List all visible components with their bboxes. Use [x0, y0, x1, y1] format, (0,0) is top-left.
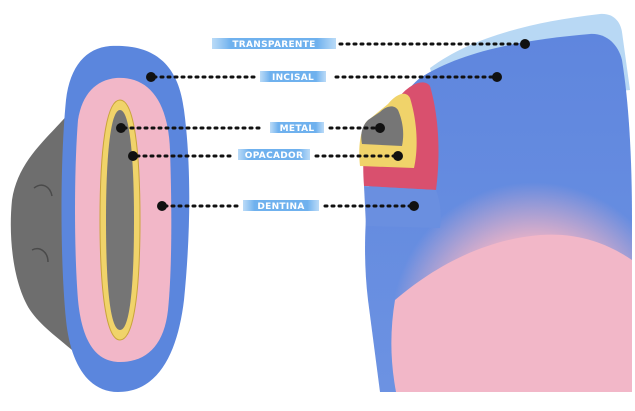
cross-section	[11, 46, 189, 392]
label-transparente-text: TRANSPARENTE	[232, 40, 315, 50]
label-incisal-text: INCISAL	[272, 73, 314, 83]
label-metal-text: METAL	[280, 124, 315, 134]
label-opacador-text: OPACADOR	[245, 151, 303, 161]
label-dentina-text: DENTINA	[257, 202, 304, 212]
cross-section-metal-core	[106, 110, 134, 330]
tooth-crown	[359, 14, 632, 392]
